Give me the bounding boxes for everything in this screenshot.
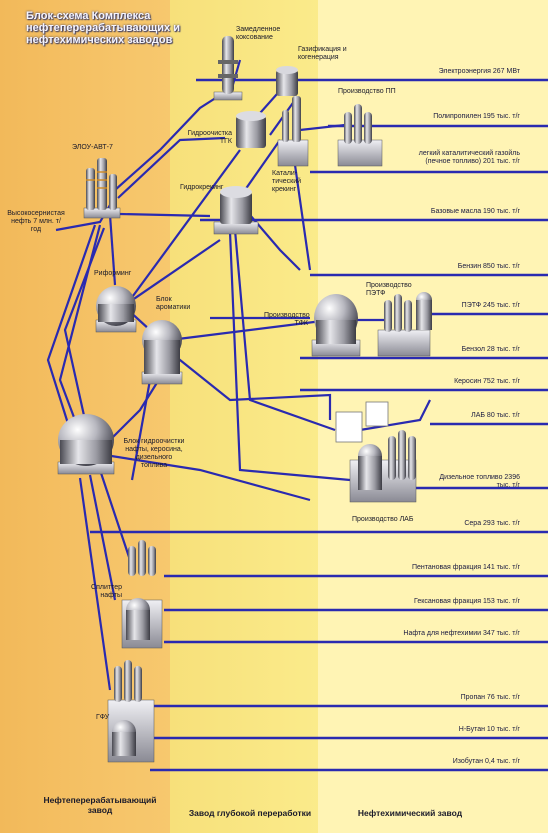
pet-label: Производство ПЭТФ: [366, 282, 412, 297]
hydrotreat-label: Блок гидроочистки нафты, керосина, дизел…: [123, 438, 185, 469]
flow-line: [359, 399, 431, 432]
flow-line: [117, 136, 226, 199]
hydrotreating-unit: [57, 414, 115, 475]
input-label: Высокосернистая нефть 7 млн. т/год: [7, 210, 65, 233]
output-label: Н-Бутан 10 тыс. т/г: [458, 726, 520, 733]
flow-line: [104, 453, 311, 502]
flow-line: [58, 224, 102, 421]
splitter-unit: [121, 540, 163, 649]
flow-line: [88, 474, 117, 601]
output-label: Сера 293 тыс. т/г: [464, 520, 520, 527]
coking-label: Замедленное коксование: [236, 26, 281, 41]
output-label: Электроэнергия 267 МВт: [438, 68, 520, 75]
flow-line: [249, 214, 301, 271]
flow-line: [46, 224, 97, 431]
zone-label-deep: Завод глубокой переработки: [188, 808, 312, 818]
output-label: Бензин 850 тыс. т/г: [457, 263, 520, 270]
output-label: Пропан 76 тыс. т/г: [460, 694, 520, 701]
hydrocracking-unit: [213, 186, 259, 235]
hydrocracking-label: Гидрокрекинг: [180, 184, 224, 191]
flow-line: [78, 477, 112, 691]
pp-production-unit: [337, 104, 383, 167]
output-label: ЛАБ 80 тыс. т/г: [471, 412, 520, 419]
tfk-production-unit: [311, 294, 361, 357]
output-label: ПЭТФ 245 тыс. т/г: [461, 302, 520, 309]
flow-line: [130, 379, 152, 481]
lab-label: Производство ЛАБ: [352, 516, 414, 523]
flow-line: [169, 351, 332, 420]
flow-line: [233, 229, 336, 432]
lab-production-unit: [335, 401, 417, 503]
flow-line: [228, 231, 351, 482]
reforming-label: Риформинг: [94, 270, 132, 277]
tfk-label: Производство ТФК: [264, 312, 310, 327]
output-label: Керосин 752 тыс. т/г: [454, 378, 520, 385]
catcracking-unit: [277, 96, 309, 167]
reforming-unit: [95, 286, 137, 333]
flow-line: [299, 123, 346, 132]
hydrotreat-tgk-label: Гидроочистка ТГК: [187, 130, 232, 145]
splitter-label: Сплиттер нафты: [91, 584, 122, 599]
zone-label-petrochem: Нефтехимический завод: [357, 808, 463, 818]
page-title: Блок-схема Комплекса нефтеперерабатывающ…: [26, 10, 180, 46]
output-label: легкий каталитический газойль (печное то…: [418, 150, 520, 165]
pet-production-unit: [377, 292, 432, 357]
elou-label: ЭЛОУ-АВТ-7: [72, 144, 113, 151]
flow-line: [129, 149, 241, 301]
elou-avt-unit: [83, 158, 121, 219]
coking-unit: [213, 36, 243, 101]
flow-line: [124, 239, 221, 306]
output-label: Базовые масла 190 тыс. т/г: [430, 208, 520, 215]
output-label: Изобутан 0,4 тыс. т/г: [452, 758, 520, 765]
gfu-unit: [107, 660, 155, 763]
catcracking-label: Катали-тический крекинг: [272, 170, 302, 193]
flow-line: [98, 469, 132, 561]
output-label: Пентановая фракция 141 тыс. т/г: [411, 564, 520, 571]
gasification-label: Газификация и когенерация: [298, 46, 347, 61]
zone-label-refinery: Нефтеперерабатывающий завод: [43, 795, 157, 815]
flow-line: [119, 212, 211, 218]
flow-line: [114, 91, 226, 191]
hydrotreating-tgk-unit: [236, 111, 266, 148]
flow-line: [169, 318, 331, 342]
gfu-label: ГФУ: [96, 714, 110, 721]
output-label: Бензол 28 тыс. т/г: [461, 346, 520, 353]
aromatics-unit: [141, 320, 183, 385]
gasification-unit: [276, 66, 298, 96]
output-label: Дизельное топливо 2396 тыс. т/г: [439, 474, 520, 489]
output-label: Полипропилен 195 тыс. т/г: [433, 113, 520, 120]
flow-line: [63, 227, 106, 421]
flow-line: [108, 214, 117, 286]
output-label: Гексановая фракция 153 тыс. т/г: [414, 598, 520, 605]
flow-line: [293, 164, 312, 271]
aromatics-label: Блок ароматики: [156, 296, 191, 311]
pp-label: Производство ПП: [338, 88, 396, 95]
output-label: Нафта для нефтехимии 347 тыс. т/г: [403, 630, 520, 637]
